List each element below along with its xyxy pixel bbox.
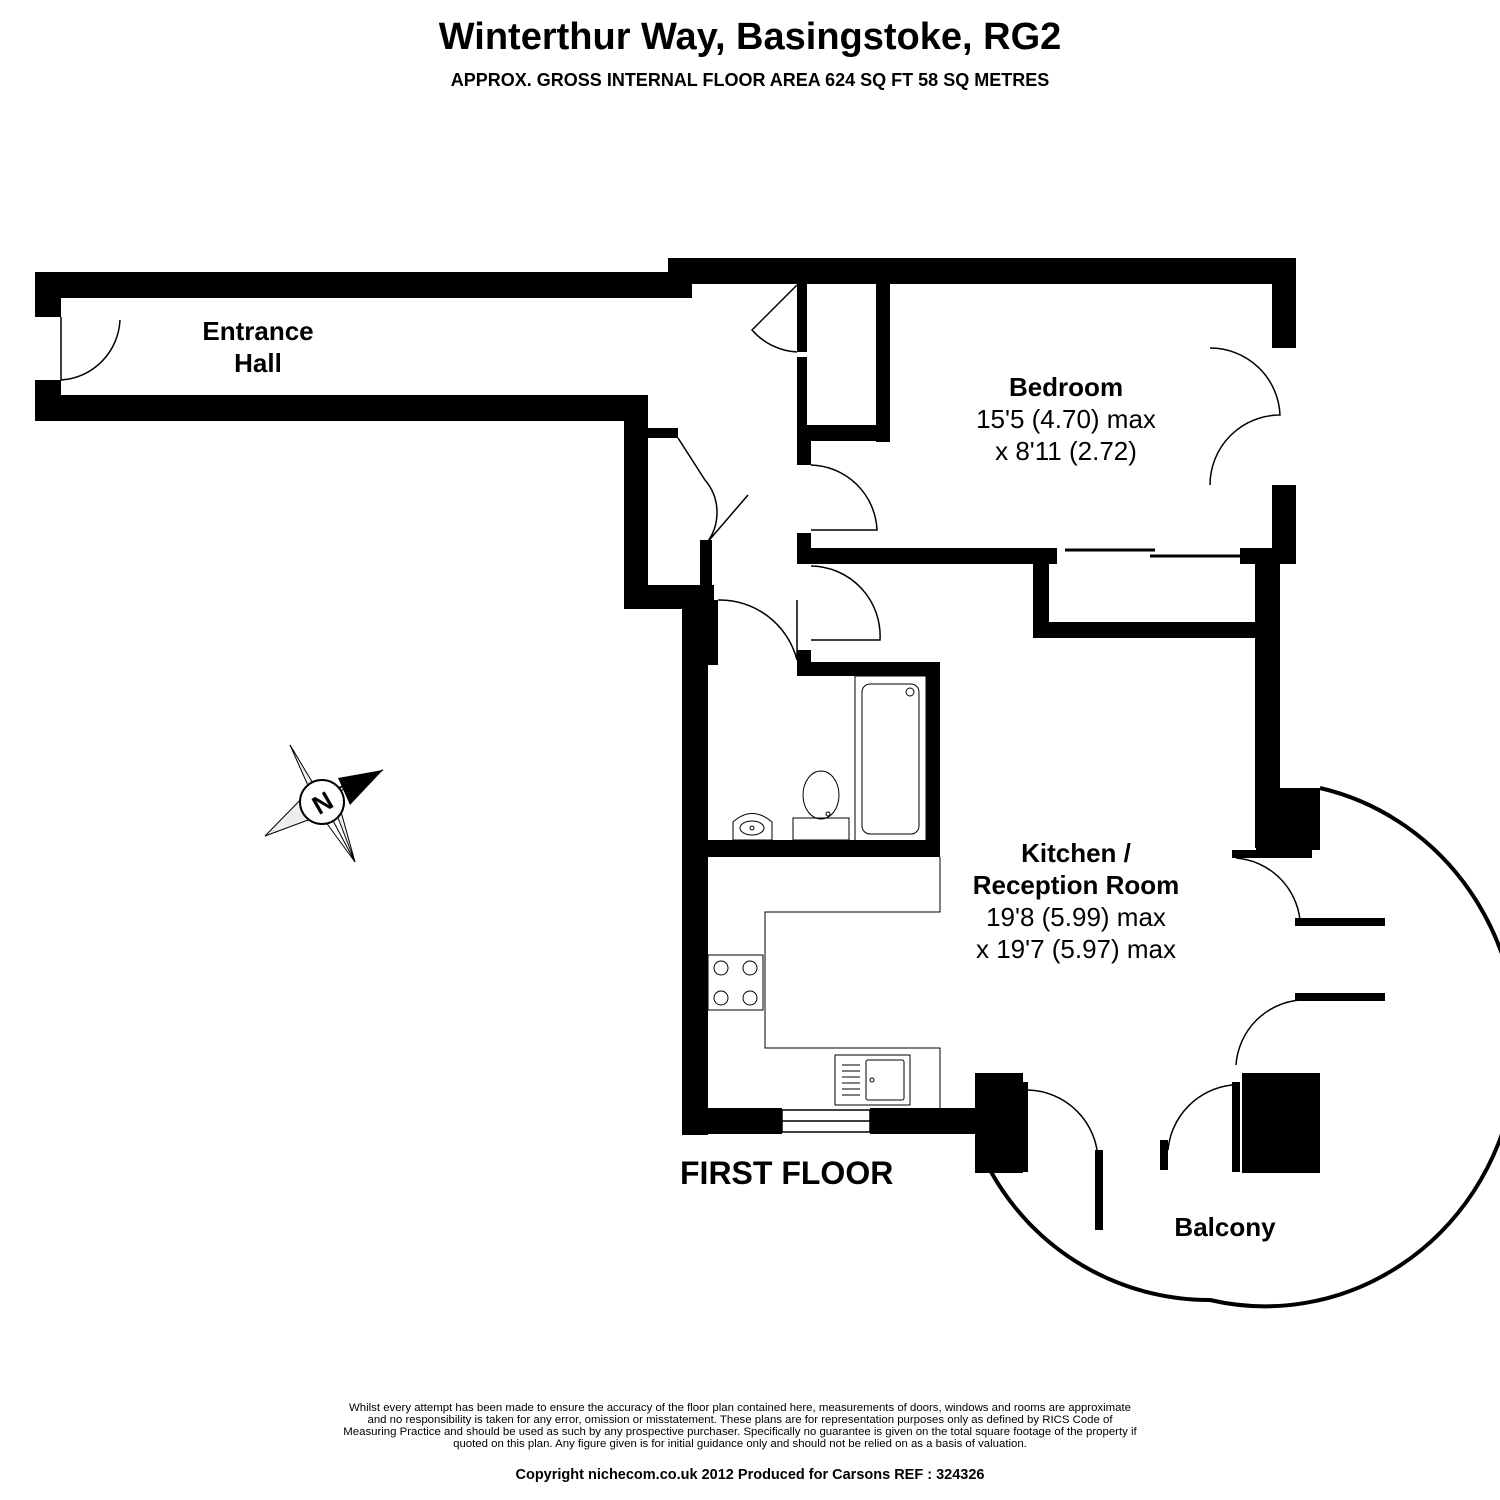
disclaimer-text: Whilst every attempt has been made to en… bbox=[343, 1402, 1137, 1450]
bedroom-dim-1: 15'5 (4.70) max bbox=[976, 404, 1156, 434]
wall-balcony-jamb-1 bbox=[1095, 1150, 1103, 1230]
wall-store-top-stub bbox=[648, 428, 678, 438]
wall-balcony-jamb-2 bbox=[1160, 1140, 1168, 1170]
balcony-door-4 bbox=[1235, 999, 1301, 1066]
plan-title: Winterthur Way, Basingstoke, RG2 bbox=[438, 16, 1062, 58]
balcony-label: Balcony bbox=[1174, 1212, 1276, 1242]
entrance-hall-label-2: Hall bbox=[234, 348, 282, 378]
store-door bbox=[677, 437, 749, 546]
wall-balcony-jamb-5 bbox=[1295, 993, 1385, 1001]
hob bbox=[707, 954, 764, 1011]
wall-wardrobe-bottom bbox=[1033, 622, 1258, 638]
wall-top-step bbox=[668, 258, 692, 298]
kitchen-dim-2: x 19'7 (5.97) max bbox=[976, 934, 1176, 964]
wall-balcony-jamb-3 bbox=[1232, 1082, 1240, 1172]
balcony-outline bbox=[988, 786, 1500, 1309]
kitchen-label-2: Reception Room bbox=[973, 870, 1180, 900]
balcony-door-2 bbox=[1167, 1084, 1233, 1151]
wall-cupboard-right bbox=[876, 282, 890, 442]
entrance-hall-label-1: Entrance bbox=[202, 316, 313, 346]
front-door bbox=[60, 317, 121, 381]
wardrobe-sliding-doors bbox=[1065, 548, 1240, 558]
wall-bedroom-left bbox=[797, 425, 811, 465]
wall-bath-top bbox=[797, 662, 940, 676]
wall-balcony-jamb-7 bbox=[1020, 1082, 1028, 1172]
wall-bath-door-jamb bbox=[708, 600, 718, 665]
wall-cupboard-left-lower bbox=[797, 357, 807, 439]
wash-basin bbox=[732, 813, 773, 841]
balcony-door-1 bbox=[1027, 1089, 1099, 1161]
walls bbox=[35, 258, 1385, 1230]
wall-bottom-left bbox=[682, 1108, 782, 1134]
wall-bottom-right bbox=[870, 1108, 976, 1134]
bathroom-door bbox=[717, 599, 798, 661]
wall-hall-top bbox=[35, 272, 670, 298]
wall-bath-right bbox=[926, 662, 940, 857]
kitchen-door bbox=[810, 565, 881, 641]
wall-bath-bottom bbox=[708, 840, 940, 857]
balcony-door-3 bbox=[1235, 857, 1301, 921]
pillar-bottom-right bbox=[1242, 1073, 1320, 1173]
wall-left-long bbox=[682, 585, 708, 1135]
kitchen-dim-1: 19'8 (5.99) max bbox=[986, 902, 1166, 932]
pillar-top-right bbox=[1256, 788, 1320, 850]
wall-hall-left-upper bbox=[35, 272, 61, 317]
wall-bedroom-bottom bbox=[797, 548, 1057, 564]
copyright-line: Copyright nichecom.co.uk 2012 Produced f… bbox=[515, 1467, 985, 1483]
wall-cupboard-bottom bbox=[797, 425, 890, 441]
toilet bbox=[792, 770, 850, 841]
bedroom-french-doors bbox=[1209, 347, 1281, 486]
kitchen-units bbox=[764, 857, 941, 1108]
wall-cupboard-left bbox=[797, 282, 807, 352]
door-swings bbox=[60, 284, 1301, 1161]
wall-wardrobe-left bbox=[1033, 548, 1049, 638]
wall-bedroom-right-upper bbox=[1272, 258, 1296, 348]
floor-label: FIRST FLOOR bbox=[680, 1155, 894, 1191]
bedroom-label: Bedroom bbox=[1009, 372, 1123, 402]
compass-icon: N bbox=[264, 744, 384, 863]
wall-hall-bottom bbox=[35, 395, 648, 421]
wall-top bbox=[668, 258, 1296, 284]
bedroom-dim-2: x 8'11 (2.72) bbox=[995, 436, 1137, 466]
wall-store-right bbox=[700, 540, 712, 590]
floor-area-subtitle: APPROX. GROSS INTERNAL FLOOR AREA 624 SQ… bbox=[450, 70, 1050, 90]
wall-balcony-jamb-6 bbox=[1232, 850, 1312, 858]
bedroom-door bbox=[810, 464, 878, 531]
kitchen-sink bbox=[834, 1054, 911, 1106]
window-kitchen bbox=[781, 1109, 871, 1133]
wall-store-left bbox=[624, 395, 648, 608]
bathtub bbox=[854, 675, 927, 842]
wall-balcony-jamb-4 bbox=[1295, 918, 1385, 926]
pillar-bottom-left bbox=[975, 1073, 1023, 1173]
cupboard-door bbox=[750, 284, 798, 353]
wall-bedroom-right-lower bbox=[1272, 485, 1296, 550]
kitchen-label-1: Kitchen / bbox=[1021, 838, 1131, 868]
